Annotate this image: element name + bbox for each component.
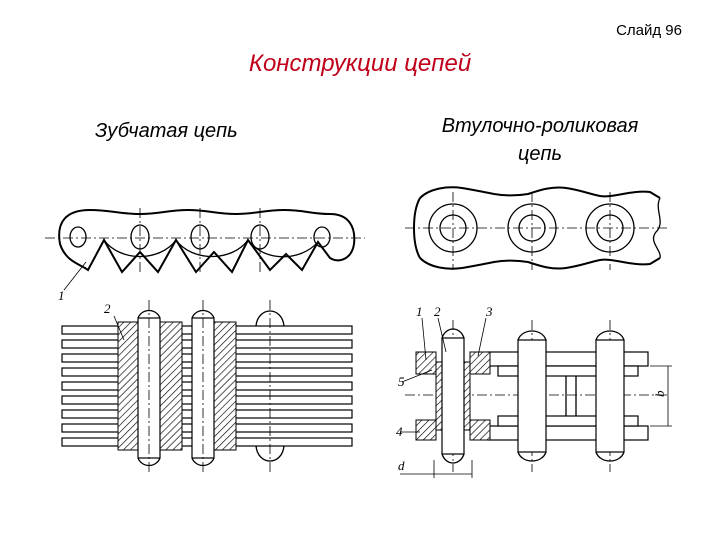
callout-4-right: 4 [396, 424, 403, 439]
callout-1-left: 1 [58, 288, 65, 303]
callout-2-left: 2 [104, 301, 111, 316]
dimension-d: d [398, 458, 405, 473]
slide-number: Слайд 96 [616, 22, 682, 39]
toothed-chain-plan-view: 2 [61, 300, 353, 474]
callout-2-right: 2 [434, 304, 441, 319]
toothed-chain-side-view: 1 [45, 208, 365, 303]
roller-chain-label-line1: Втулочно-роликовая [441, 115, 639, 137]
roller-chain-side-view [405, 186, 670, 270]
dimension-b: b [652, 390, 667, 397]
callout-1-right: 1 [416, 304, 423, 319]
toothed-chain-pins [137, 309, 215, 467]
roller-chain-plan-view: d b 1 2 3 5 4 [396, 304, 672, 478]
slide-title: Конструкции цепей [248, 50, 472, 77]
callout-5-right: 5 [398, 374, 405, 389]
callout-3-right: 3 [485, 304, 493, 319]
roller-chain-label: Втулочно-роликовая цепь [395, 112, 685, 168]
toothed-chain-label: Зубчатая цепь [95, 120, 238, 142]
roller-chain-label-line2: цепь [517, 143, 563, 165]
